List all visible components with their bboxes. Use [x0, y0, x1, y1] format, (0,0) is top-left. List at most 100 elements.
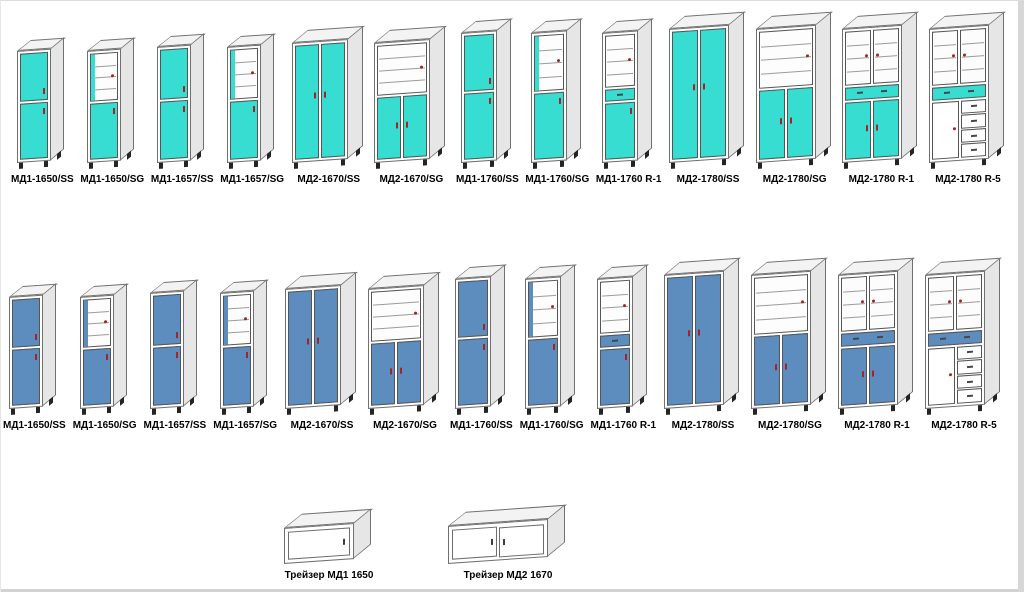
shelf-line	[962, 67, 984, 71]
shelf-line	[530, 294, 557, 298]
shelf-line	[755, 316, 806, 321]
cabinet-figure: МД1-1760/SS	[456, 18, 519, 185]
cabinet-label: МД1-1650/SG	[80, 174, 145, 185]
drawer-handle	[876, 336, 883, 339]
cabinet-label: МД2-1780/SG	[762, 174, 827, 185]
shelf-line	[232, 84, 257, 88]
sliding-door-right	[498, 524, 544, 558]
cabinet-section-glass-strip	[90, 51, 119, 102]
caster	[639, 395, 644, 405]
cabinet-side-face	[346, 25, 363, 160]
cabinet-section-solid	[457, 279, 488, 339]
caster	[604, 162, 609, 169]
shelf-line	[535, 48, 562, 52]
cabinet-figure: МД2-1780 R-5	[928, 11, 1008, 185]
cabinet-drawing	[219, 279, 271, 417]
door-edge-strip	[534, 36, 539, 92]
cabinet-label: МД2-1670/SG	[373, 420, 437, 431]
cabinet-drawing	[750, 257, 830, 417]
drawer-handle	[852, 337, 859, 341]
caster	[334, 405, 339, 412]
door-handle	[323, 91, 326, 98]
cabinet-front-face	[842, 24, 903, 164]
door-panel	[397, 340, 422, 404]
caster	[36, 406, 41, 414]
cabinet-front-face	[374, 39, 431, 163]
door-panel	[288, 290, 313, 406]
door-handle	[313, 92, 316, 99]
shelf-line	[379, 55, 426, 60]
cabinet-figure: МД2-1780/SS	[668, 11, 748, 185]
caster	[497, 395, 502, 405]
caster	[89, 162, 94, 169]
cabinet-section-solid2	[840, 344, 895, 406]
cabinet-drawing	[454, 264, 509, 417]
glass-pane	[845, 29, 872, 86]
cabinet-side-face	[565, 18, 581, 161]
cabinet-section-solid	[457, 337, 488, 406]
drawer	[961, 127, 986, 144]
glass-door-knob	[414, 311, 418, 315]
door-panel	[371, 342, 396, 406]
door-handle	[624, 354, 627, 361]
door-panel	[672, 29, 699, 160]
cabinet-section-split	[932, 98, 986, 160]
door-handle	[488, 98, 491, 105]
drawer	[961, 142, 986, 158]
cabinet-label: МД1-1760 R-1	[595, 174, 662, 185]
caster	[340, 159, 345, 166]
cabinet-section-solid	[82, 347, 111, 406]
door-handle	[343, 538, 345, 545]
drawer-handle	[970, 105, 977, 108]
door-edge-strip	[83, 300, 88, 347]
cabinet-figure: МД2-1780 R-1	[837, 257, 917, 431]
caster	[532, 162, 537, 169]
drawer-handle	[966, 380, 973, 383]
door-handle	[175, 351, 178, 359]
cabinet-figure: МД2-1780 R-5	[924, 257, 1004, 431]
glass-door-knob	[244, 316, 248, 320]
door-handle	[183, 85, 186, 93]
caster	[503, 149, 508, 159]
cabinet-label: МД2-1780/SS	[676, 174, 740, 185]
caster	[568, 395, 573, 405]
cabinet-section-drawer	[845, 83, 900, 101]
cabinet-label: МД1-1657/SG	[213, 420, 278, 431]
door-panel	[403, 94, 428, 158]
cabinet-figure: МД1-1760/SG	[519, 264, 584, 431]
cabinet-front-face	[929, 24, 989, 164]
cabinet-front-face	[79, 294, 114, 409]
door-panel	[666, 275, 693, 406]
shelf-line	[84, 333, 109, 337]
drawer-handle	[967, 90, 974, 93]
cabinet-front-face	[368, 285, 425, 409]
door-panel	[781, 332, 808, 404]
caster	[982, 159, 986, 166]
door-panel	[758, 88, 785, 160]
door-handle	[35, 334, 38, 341]
cabinet-side-face	[190, 33, 205, 161]
cabinet-3d	[837, 257, 915, 415]
cabinet-label: МД2-1780 R-1	[848, 174, 915, 185]
cabinet-3d	[79, 283, 129, 415]
cabinet-3d	[842, 11, 920, 169]
drawer-handle	[963, 336, 970, 339]
caster	[716, 405, 721, 412]
shelf-line	[607, 47, 634, 51]
door-handle	[482, 344, 485, 351]
cabinet-drawing	[16, 37, 68, 171]
caster	[931, 162, 935, 169]
caster	[184, 160, 189, 168]
glass-door-knob	[103, 319, 107, 324]
cabinet-figure: МД1-1760/SG	[525, 18, 589, 185]
shelf-line	[92, 64, 117, 68]
cabinet-3d	[374, 25, 448, 169]
caster	[229, 162, 234, 169]
door-panel	[786, 86, 813, 158]
caster	[432, 393, 437, 403]
shelf-line	[535, 75, 562, 79]
glass-pane	[840, 275, 867, 332]
cabinet-label: МД1-1760/SG	[519, 420, 584, 431]
cabinet-front-face	[291, 39, 348, 163]
